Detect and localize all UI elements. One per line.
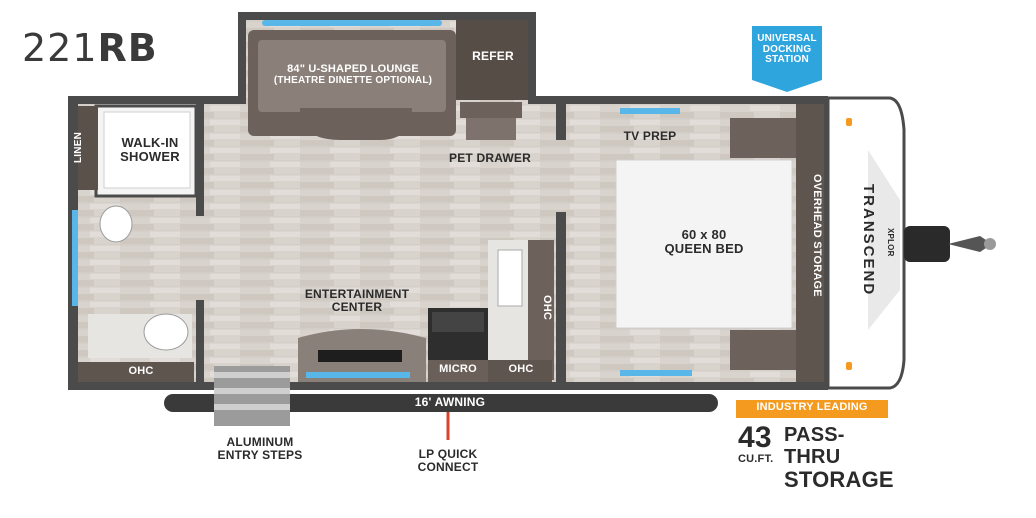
bed-label: 60 x 80 QUEEN BED bbox=[640, 228, 768, 255]
pass-thru-line2: STORAGE bbox=[784, 467, 894, 492]
model-title: 221RB bbox=[22, 26, 158, 70]
refer-label: REFER bbox=[472, 49, 514, 63]
bed-label-line1: 60 x 80 bbox=[681, 227, 727, 242]
entertainment-label-line2: CENTER bbox=[331, 299, 383, 314]
docking-badge-text: UNIVERSAL DOCKING STATION bbox=[752, 33, 822, 66]
pass-thru-text: PASS-THRU STORAGE bbox=[784, 424, 894, 492]
lp-label-line1: LP QUICK bbox=[418, 447, 478, 461]
bathroom bbox=[72, 104, 204, 382]
tv-prep-label: TV PREP bbox=[623, 129, 677, 143]
front-cap bbox=[826, 96, 906, 390]
awning-label: 16' AWNING bbox=[414, 395, 486, 409]
hitch bbox=[904, 226, 996, 262]
industry-leading-text: INDUSTRY LEADING bbox=[756, 401, 868, 413]
lounge-area bbox=[248, 20, 456, 140]
lp-label-line2: CONNECT bbox=[417, 459, 479, 474]
ohc-bath-label: OHC bbox=[128, 365, 154, 377]
awning-bar bbox=[164, 394, 718, 412]
overhead-storage-label: OVERHEAD STORAGE bbox=[811, 173, 823, 297]
pet-drawer-unit bbox=[460, 102, 522, 118]
lounge-label: 84" U-SHAPED LOUNGE (THEATRE DINETTE OPT… bbox=[262, 63, 444, 86]
steps-label: ALUMINUM ENTRY STEPS bbox=[200, 436, 320, 461]
shower-label-line2: SHOWER bbox=[120, 148, 180, 164]
model-number: 221 bbox=[22, 26, 98, 70]
linen-label: LINEN bbox=[73, 132, 84, 164]
brand-sub: XPLOR bbox=[886, 227, 895, 257]
docking-line2: DOCKING bbox=[762, 43, 812, 55]
refer-cabinet bbox=[456, 20, 528, 100]
entry-steps bbox=[214, 366, 290, 426]
bedroom bbox=[556, 104, 824, 382]
bed-label-line2: QUEEN BED bbox=[664, 240, 744, 256]
lounge-window bbox=[262, 20, 442, 26]
kitchen-area bbox=[298, 212, 566, 382]
pet-drawer-label: PET DRAWER bbox=[448, 151, 531, 165]
lounge-label-line2: (THEATRE DINETTE OPTIONAL) bbox=[273, 74, 433, 86]
pass-thru-number: 43 bbox=[738, 421, 772, 454]
pass-thru-unit: CU.FT. bbox=[738, 453, 774, 465]
docking-badge-shape bbox=[752, 26, 822, 92]
shower-label-line1: WALK-IN bbox=[121, 135, 179, 150]
docking-line1: UNIVERSAL bbox=[757, 33, 817, 44]
entertainment-label: ENTERTAINMENT CENTER bbox=[292, 288, 422, 313]
entertainment-label-line1: ENTERTAINMENT bbox=[304, 287, 410, 301]
model-suffix: RB bbox=[97, 26, 158, 70]
pass-thru-line1: PASS-THRU bbox=[784, 424, 845, 468]
docking-line3: STATION bbox=[765, 54, 809, 65]
lounge-label-line1: 84" U-SHAPED LOUNGE bbox=[287, 63, 419, 75]
shower-label: WALK-IN SHOWER bbox=[108, 136, 192, 163]
brand-name: TRANSCEND bbox=[860, 183, 877, 297]
steps-label-line1: ALUMINUM bbox=[226, 435, 294, 449]
lp-label: LP QUICK CONNECT bbox=[400, 448, 496, 473]
ohc-side-label: OHC bbox=[541, 295, 553, 321]
micro-label: MICRO bbox=[439, 363, 477, 375]
ohc-kitchen-label: OHC bbox=[508, 363, 534, 375]
steps-label-line2: ENTRY STEPS bbox=[217, 447, 303, 462]
industry-leading-banner bbox=[736, 400, 888, 418]
